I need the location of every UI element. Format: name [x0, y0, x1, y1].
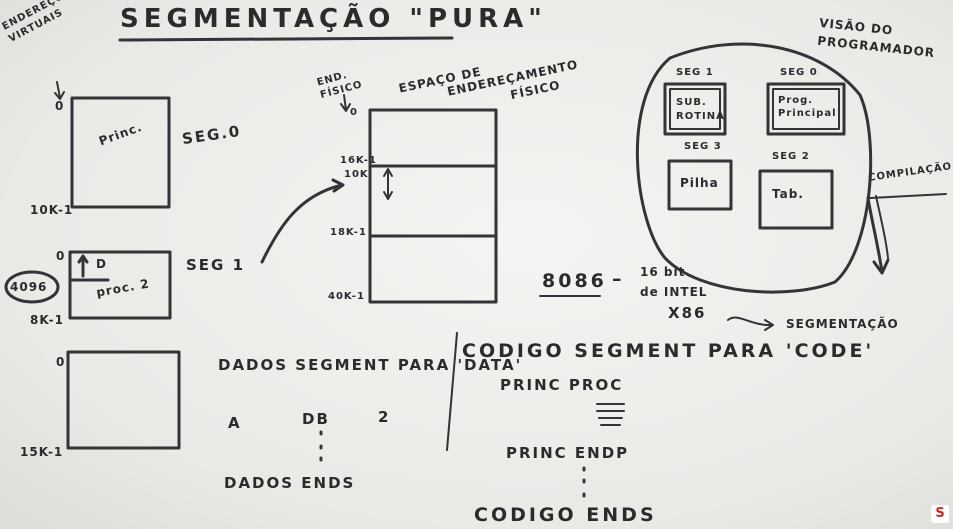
seg1-label: SEG 1: [186, 256, 246, 274]
data-ends-line: DADOS ENDS: [224, 474, 356, 492]
physical-addr-1: 16K-1: [340, 155, 377, 166]
seg2-inner-content: Tab.: [772, 187, 804, 201]
4096-circle: [4, 270, 60, 304]
seg0-inner-box: [766, 82, 846, 136]
x86-arrow: [727, 316, 774, 331]
intel-result: SEGMENTAÇÃO: [786, 317, 899, 331]
seg0-inner-box-2: [772, 88, 840, 130]
seg3-inner-label: SEG 3: [684, 141, 722, 152]
seg1-start: 0: [56, 249, 66, 263]
compile-arrow: [866, 196, 890, 275]
compile-arrow-2: [875, 195, 889, 259]
end-fisico-arrow: [340, 94, 351, 112]
seg0-end: 10K-1: [30, 203, 74, 217]
intel-dash: –: [612, 268, 625, 290]
seg3-inner-box: [667, 159, 733, 211]
code-segment-line: CODIGO SEGMENT PARA 'CODE': [462, 340, 875, 362]
page-title: SEGMENTAÇÃO "PURA": [120, 4, 547, 34]
seg1-arrow: [77, 254, 89, 278]
virtual-seg0-box: [70, 96, 171, 209]
code-separator: [446, 332, 458, 451]
physical-addr-2: 10K: [344, 169, 369, 180]
var-dir: DB: [302, 410, 330, 428]
title-underline: [118, 36, 454, 42]
data-segment-line: DADOS SEGMENT PARA 'DATA': [218, 356, 523, 374]
seg2-inner-label: SEG 2: [772, 151, 810, 162]
seg1-end: 8K-1: [30, 313, 64, 327]
seg1-content-d: D: [96, 257, 107, 271]
seg1-inner-content: SUB. ROTINA: [676, 97, 725, 122]
seg1-marker: 4096: [10, 280, 48, 294]
seg1-to-physical-arrow: [260, 178, 345, 264]
physical-addr-0: 0: [350, 107, 358, 118]
physical-addr-3: 18K-1: [330, 227, 367, 238]
watermark-logo: S: [931, 505, 949, 523]
physical-addr-4: 40K-1: [328, 291, 365, 302]
code-ends-line: CODIGO ENDS: [474, 504, 657, 526]
physical-double-arrow: [383, 168, 393, 200]
intel-desc-1: 16 bit: [640, 265, 686, 279]
var-name: A: [228, 414, 242, 432]
var-val: 2: [378, 408, 391, 426]
seg0-inner-content: Prog. Principal: [778, 95, 837, 119]
intel-desc-2: de INTEL: [640, 285, 708, 299]
virtual-seg1-box: [68, 250, 172, 320]
seg1-inner-box: [663, 82, 727, 136]
virtual-arrow-down: [54, 81, 65, 100]
intel-arch: X86: [668, 304, 707, 322]
seg1-inner-label: SEG 1: [676, 67, 714, 78]
seg2-end: 15K-1: [20, 445, 64, 459]
seg0-start: 0: [55, 99, 65, 113]
intel-model: 8086: [542, 270, 607, 292]
proc-lines: [596, 403, 625, 426]
virtual-seg2-box: [66, 350, 181, 450]
programmer-view-outline: [636, 42, 873, 294]
compile-underline: [869, 193, 947, 199]
seg2-inner-box: [758, 169, 834, 230]
princ-proc-line: PRINC PROC: [500, 376, 624, 394]
seg3-inner-content: Pilha: [680, 176, 719, 190]
seg1-inner-box-2: [669, 88, 721, 130]
seg2-start: 0: [56, 355, 66, 369]
princ-endp-line: PRINC ENDP: [506, 444, 630, 462]
seg0-inner-label: SEG 0: [780, 67, 818, 78]
physical-memory-box: [368, 108, 498, 304]
